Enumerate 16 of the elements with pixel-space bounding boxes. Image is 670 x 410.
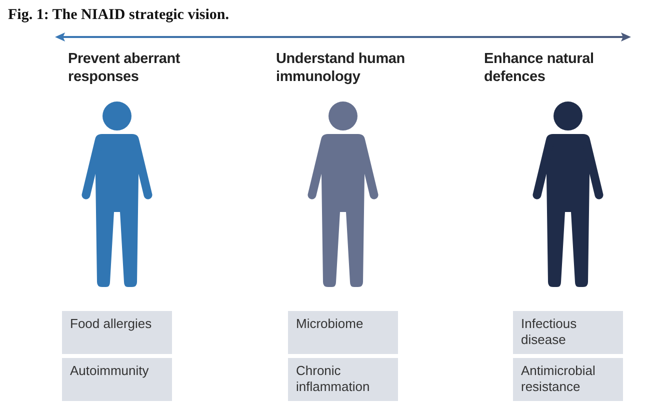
topic-box — [288, 358, 398, 401]
topic-label: Food allergies — [70, 316, 153, 332]
column-heading: Enhance natural defences — [484, 50, 595, 86]
topic-box — [62, 358, 172, 401]
topic-box — [513, 358, 623, 401]
topic-label: Infectious disease — [521, 316, 578, 348]
figure-title: Fig. 1: The NIAID strategic vision. — [8, 6, 229, 24]
topic-box — [288, 311, 398, 354]
topic-label: Antimicrobial resistance — [521, 363, 596, 395]
column-heading: Understand human immunology — [276, 50, 406, 86]
topic-label: Autoimmunity — [70, 363, 150, 379]
topic-box — [62, 311, 172, 354]
topic-box — [513, 311, 623, 354]
topic-label: Chronic inflammation — [296, 363, 371, 395]
column-heading: Prevent aberrant responses — [68, 50, 182, 86]
topic-label: Microbiome — [296, 316, 364, 332]
